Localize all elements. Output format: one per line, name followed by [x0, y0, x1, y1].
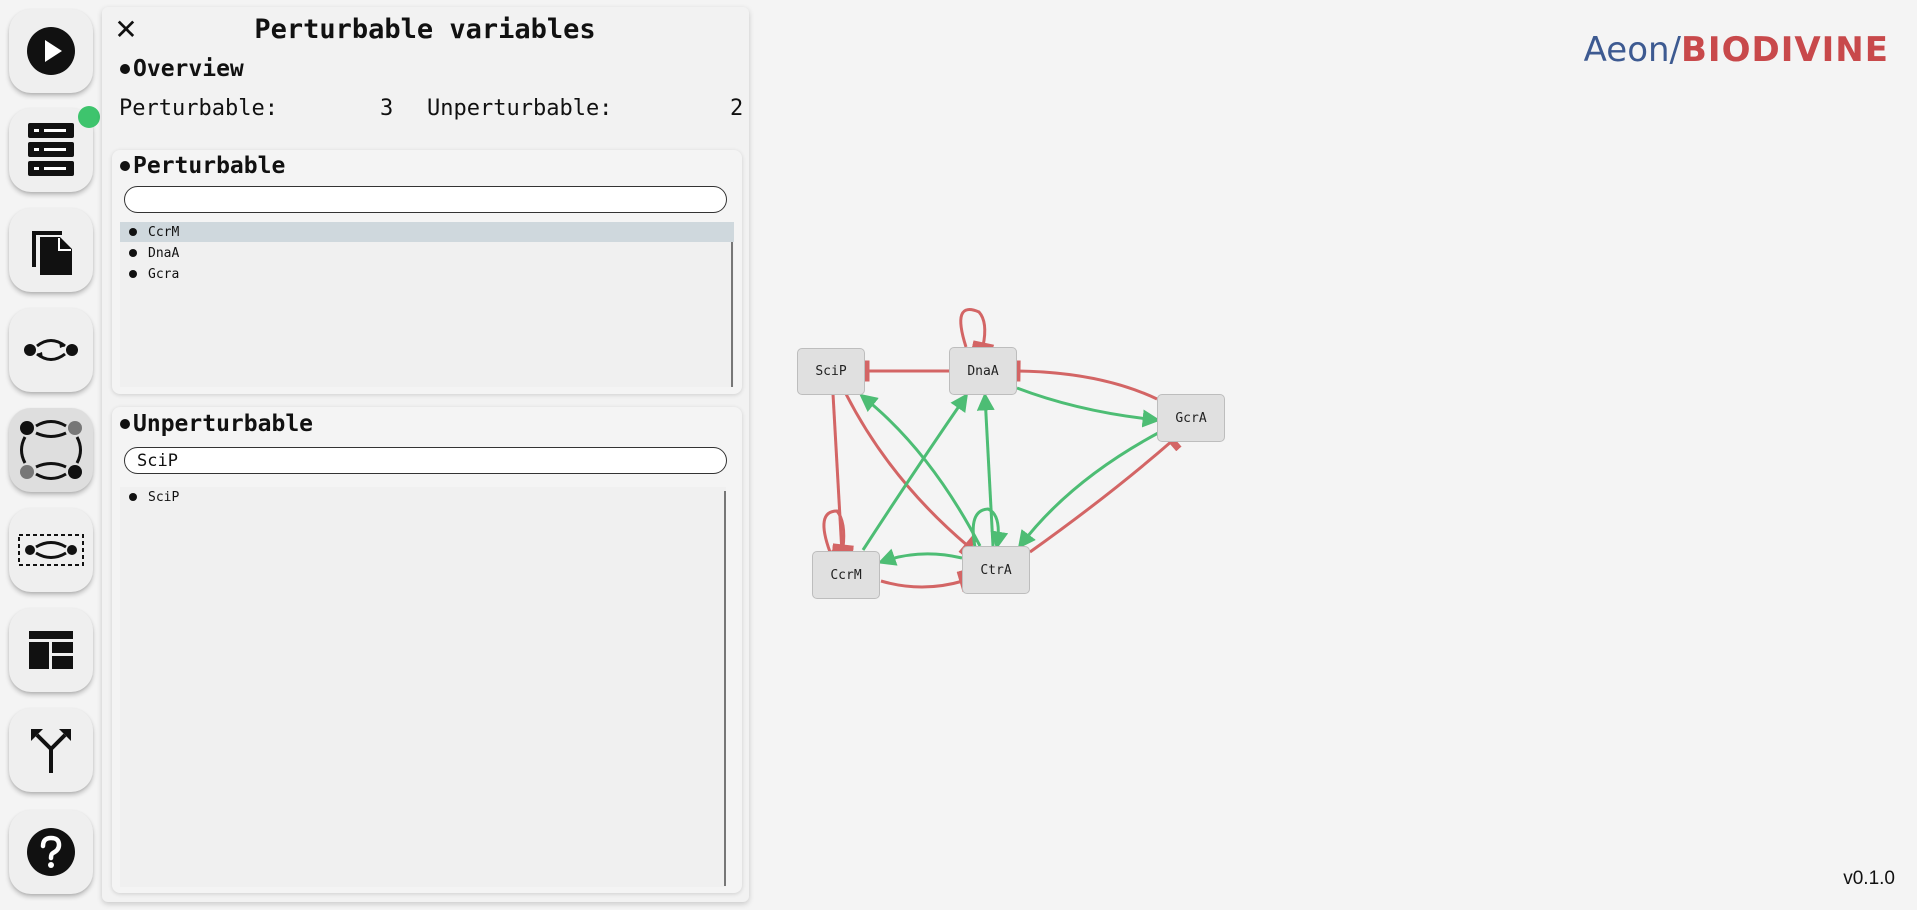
perturbation-button[interactable] — [9, 408, 93, 492]
edge-ccrm-dnaa — [861, 393, 969, 551]
bullet-icon — [129, 270, 137, 278]
fork-arrow-icon — [31, 729, 71, 773]
list-item-label: SciP — [148, 489, 180, 505]
overview-heading-label: Overview — [133, 56, 244, 82]
perturbable-count-label: Perturbable: — [119, 96, 278, 121]
edge-ccrm-self — [822, 509, 854, 553]
selection-regulation-icon — [18, 534, 84, 566]
unperturbable-heading: Unperturbable — [120, 411, 313, 437]
perturbable-scrollbar[interactable] — [731, 242, 733, 387]
edge-ctra-ccrm — [877, 548, 963, 566]
layout-button[interactable] — [9, 608, 93, 692]
list-item[interactable]: DnaA — [120, 243, 734, 263]
perturbation-network-icon — [20, 420, 82, 480]
edge-scip-ccrm — [831, 393, 853, 558]
edge-gcra-ctra — [1017, 430, 1161, 549]
help-button[interactable] — [9, 810, 93, 894]
server-icon — [28, 123, 74, 176]
brand-biodivine: BIODIVINE — [1681, 30, 1889, 70]
panel-title: Perturbable variables — [254, 14, 596, 45]
perturbable-heading: Perturbable — [120, 153, 285, 179]
server-button[interactable] — [9, 108, 93, 192]
bullet-icon — [129, 493, 137, 501]
edge-ctra-scip — [859, 393, 982, 547]
list-item-label: Gcra — [148, 266, 180, 282]
copy-files-icon — [32, 231, 72, 275]
perturbable-search-input[interactable] — [124, 186, 727, 213]
bullet-icon — [129, 249, 137, 257]
graph-node-ctra[interactable]: CtrA — [962, 546, 1030, 594]
edge-scip-ctra — [844, 393, 978, 557]
list-item-label: DnaA — [148, 245, 180, 261]
bullet-icon — [129, 228, 137, 236]
play-button[interactable] — [9, 9, 93, 93]
dashboard-layout-icon — [29, 631, 73, 669]
unperturbable-count: 2 — [730, 96, 744, 121]
help-icon — [27, 828, 75, 876]
list-item[interactable]: Gcra — [120, 264, 734, 284]
edge-ctra-self — [971, 507, 1009, 550]
unperturbable-count-label: Unperturbable: — [427, 96, 613, 121]
bullet-icon — [120, 419, 130, 429]
version-label: v0.1.0 — [1843, 868, 1895, 889]
regulation-button[interactable] — [9, 308, 93, 392]
list-item-label: CcrM — [148, 224, 180, 240]
graph-node-ccrm[interactable]: CcrM — [812, 551, 880, 599]
play-icon — [27, 27, 75, 75]
edge-dnaa-self — [959, 308, 994, 352]
unperturbable-scrollbar[interactable] — [724, 491, 726, 886]
unperturbable-heading-label: Unperturbable — [133, 411, 314, 437]
close-button[interactable]: ✕ — [114, 13, 138, 46]
graph-node-scip[interactable]: SciP — [797, 348, 865, 395]
bullet-icon — [120, 64, 130, 74]
edge-dnaa-gcra — [1016, 386, 1161, 428]
brand-logo: Aeon/BIODIVINE — [1584, 30, 1889, 70]
graph-node-gcra[interactable]: GcrA — [1157, 394, 1225, 442]
perturbable-list: CcrM DnaA Gcra — [120, 222, 734, 387]
fork-button[interactable] — [9, 708, 93, 792]
copy-files-button[interactable] — [9, 208, 93, 292]
overview-heading: Overview — [120, 56, 244, 82]
edge-gcra-dnaa — [1013, 360, 1158, 401]
graph-node-dnaa[interactable]: DnaA — [949, 347, 1017, 395]
bullet-icon — [120, 161, 130, 171]
unperturbable-list: SciP — [120, 487, 726, 887]
regulation-icon — [24, 339, 78, 361]
perturbable-heading-label: Perturbable — [133, 153, 286, 179]
overview-row: Perturbable: 3 Unperturbable: 2 — [119, 96, 744, 126]
edge-ctra-gcra — [1029, 430, 1182, 554]
unperturbable-search-input[interactable] — [124, 447, 727, 474]
status-indicator — [78, 106, 100, 128]
edge-ccrm-ctra — [880, 569, 970, 593]
perturbable-count: 3 — [380, 96, 394, 121]
edge-ctra-dnaa — [976, 392, 995, 547]
brand-aeon: Aeon/ — [1583, 30, 1681, 70]
selection-button[interactable] — [9, 508, 93, 592]
list-item[interactable]: SciP — [120, 487, 720, 507]
list-item[interactable]: CcrM — [120, 222, 734, 242]
